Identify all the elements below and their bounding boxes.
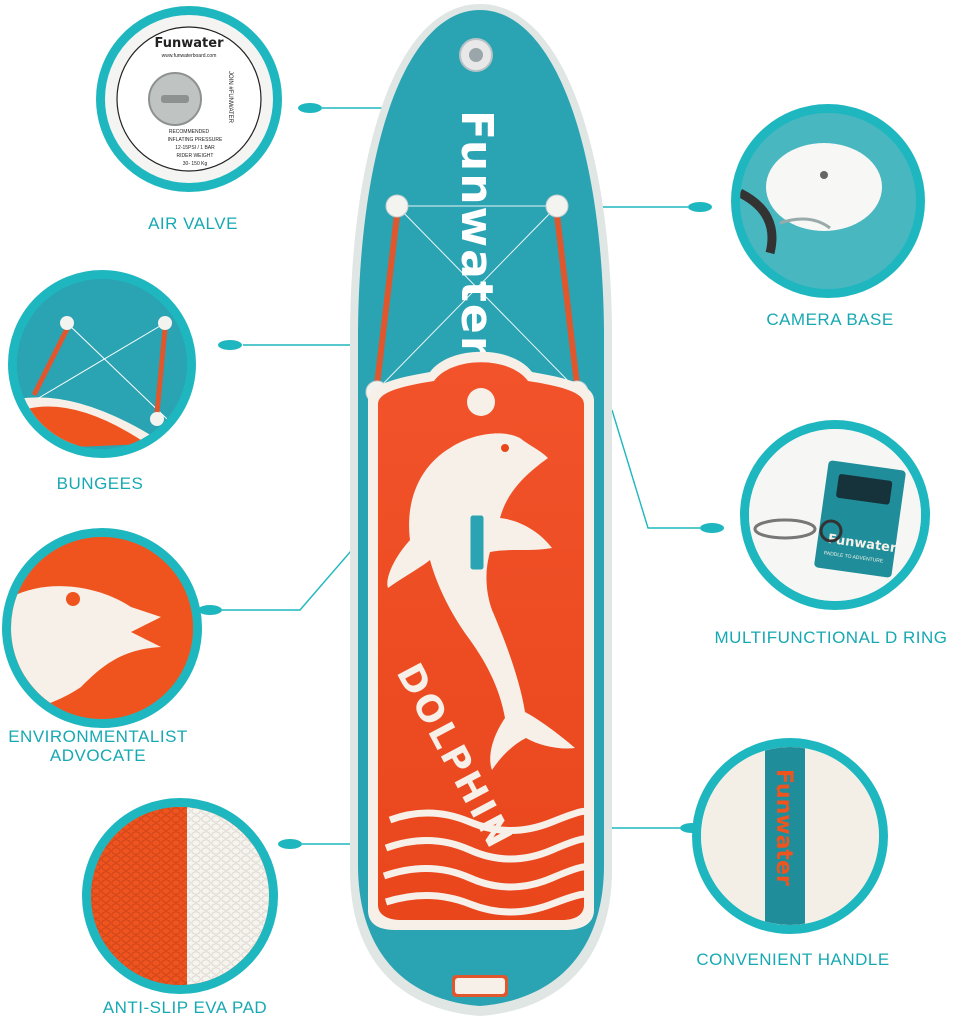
d-ring-icon [385,194,409,218]
logo-badge-icon [467,388,495,416]
paddle-tip-icon [700,523,724,533]
d-ring-leader [611,409,700,529]
valve-join-text: JOIN #FUNWATER [227,71,233,124]
eva-pad-label: ANTI-SLIP EVA PAD [102,998,268,1017]
handle-label: CONVENIENT HANDLE [696,950,890,969]
handle-detail: Funwater [692,738,888,934]
valve-site-text: www.funwaterboard.com [162,53,217,59]
paddle-tip-icon [278,839,302,849]
environmentalist-label: ENVIRONMENTALIST ADVOCATE [0,727,196,765]
environmentalist-detail [2,528,202,728]
camera-base-label: CAMERA BASE [766,310,894,329]
environmentalist-label-line1: ENVIRONMENTALIST [8,727,188,746]
valve-weight-label: RIDER WEIGHT [177,153,214,159]
air-valve-detail: Funwater www.funwaterboard.com JOIN #FUN… [96,6,282,192]
paddle-tip-icon [218,340,242,350]
eva-pad-detail [82,798,278,994]
valve-recommended-text: RECOMMENDED [169,129,210,135]
bungees-detail [8,270,196,458]
d-ring-detail: Funwater PADDLE TO ADVENTURE [740,420,930,610]
d-ring-label: MULTIFUNCTIONAL D RING [714,628,948,647]
camera-base-detail [731,104,925,298]
camera-mount-icon [766,143,882,231]
board-brand-text: Funwater [451,110,502,359]
paddle-tip-icon [298,103,322,113]
air-valve-label: AIR VALVE [148,214,238,233]
handle-brand-text: Funwater [771,769,796,886]
valve-brand-text: Funwater [155,36,225,51]
paddle-tip-icon [688,202,712,212]
paddle-tip-icon [198,605,222,615]
valve-weight-text: 30- 150 Kg [183,161,208,167]
bungees-label: BUNGEES [56,474,144,493]
valve-pressure-label: INFLATING PRESSURE [168,137,223,143]
dolphin-head-graphic [11,586,161,712]
valve-psi-text: 12-15PSI / 1 BAR [175,145,215,151]
camera-base-icon [545,194,569,218]
dolphin-graphic [387,433,575,770]
tail-handle-icon [455,978,505,994]
handle-icon [469,514,485,571]
handle-strap-icon [765,747,805,925]
environmentalist-label-line2: ADVOCATE [49,746,147,765]
